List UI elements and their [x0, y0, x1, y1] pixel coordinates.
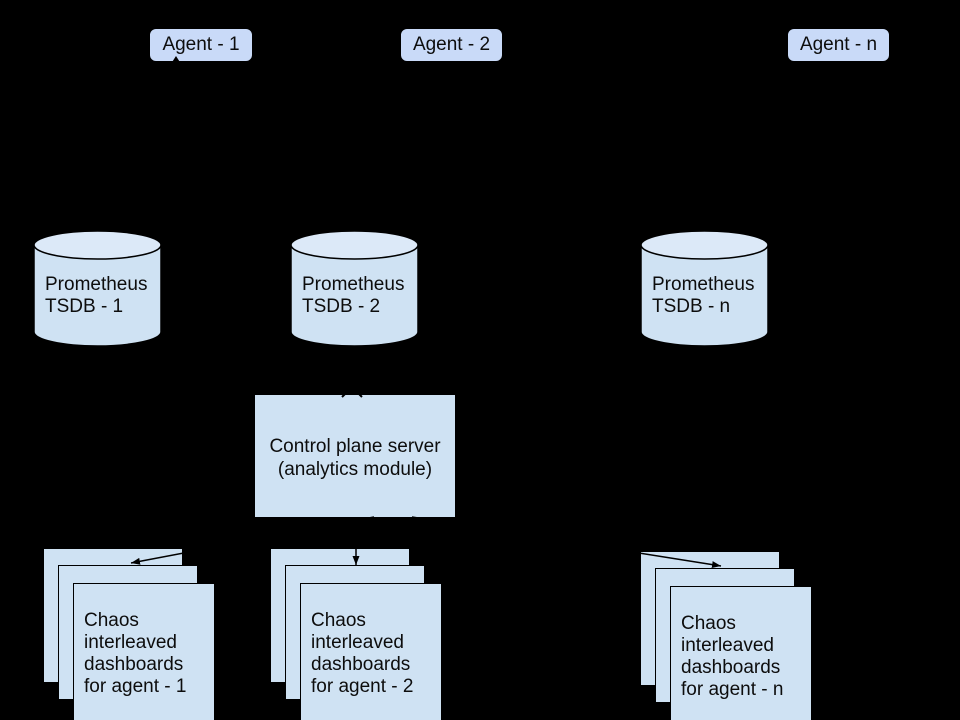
- tsdb-1-label: Prometheus TSDB - 1: [45, 274, 148, 317]
- stack-page-front: Chaos interleaved dashboards for agent -…: [670, 586, 812, 720]
- dashboards-stack-agent-1: Chaos interleaved dashboards for agent -…: [43, 548, 263, 720]
- tsdb-n-cylinder: Prometheus TSDB - n: [640, 230, 769, 348]
- control-plane-label-line2: (analytics module): [277, 459, 433, 480]
- control-plane-label-line1: Control plane server: [269, 436, 441, 457]
- dashboards-stack-agent-n: Chaos interleaved dashboards for agent -…: [640, 551, 860, 720]
- agent-n-node: Agent - n: [787, 28, 890, 62]
- agent-1-node: Agent - 1: [149, 28, 253, 62]
- agent-n-label: Agent - n: [799, 34, 878, 55]
- agent-1-label: Agent - 1: [162, 34, 240, 55]
- tsdb-2-cylinder: Prometheus TSDB - 2: [290, 230, 419, 348]
- database-cylinder-icon: [290, 230, 419, 347]
- dashboards-agent-n-label: Chaos interleaved dashboards for agent -…: [681, 613, 784, 700]
- agent-2-node: Agent - 2: [400, 28, 503, 62]
- database-cylinder-icon: [640, 230, 769, 347]
- dashboards-agent-2-label: Chaos interleaved dashboards for agent -…: [311, 610, 414, 697]
- control-plane-box: Control plane server (analytics module): [255, 395, 455, 517]
- tsdb-n-label: Prometheus TSDB - n: [652, 274, 755, 317]
- stack-page-front: Chaos interleaved dashboards for agent -…: [300, 583, 442, 720]
- tsdb-2-label: Prometheus TSDB - 2: [302, 274, 405, 317]
- dashboards-stack-agent-2: Chaos interleaved dashboards for agent -…: [270, 548, 490, 720]
- stack-page-front: Chaos interleaved dashboards for agent -…: [73, 583, 215, 720]
- dashboards-agent-1-label: Chaos interleaved dashboards for agent -…: [84, 610, 187, 697]
- agent-2-label: Agent - 2: [412, 34, 491, 55]
- database-cylinder-icon: [33, 230, 162, 347]
- tsdb-1-cylinder: Prometheus TSDB - 1: [33, 230, 162, 348]
